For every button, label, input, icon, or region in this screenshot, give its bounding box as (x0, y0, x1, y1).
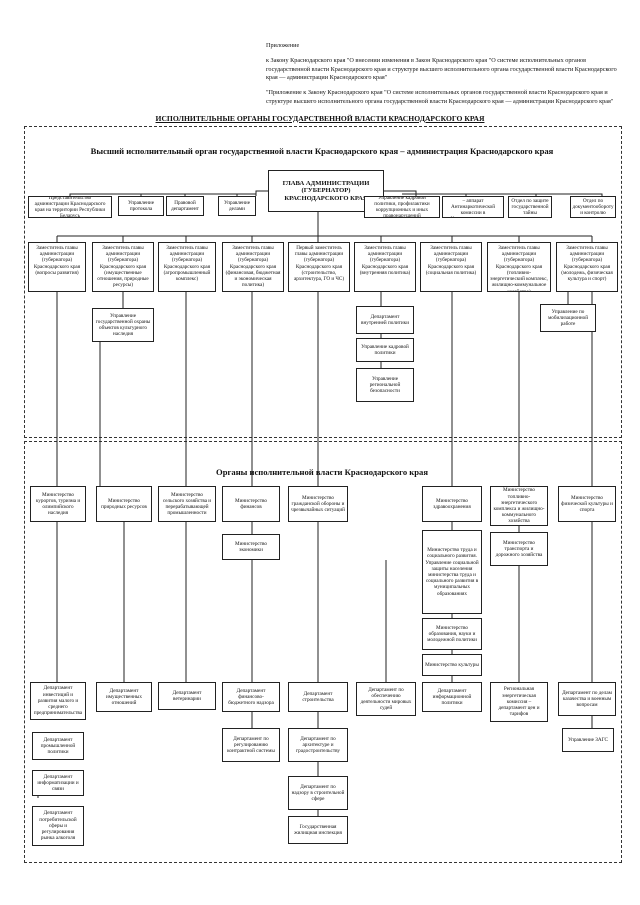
header-line-1: Приложение (266, 42, 300, 49)
sub-unit-internal-policy: Департамент внутренней политики (356, 306, 414, 334)
right-unit-1: Управление кадровой политики, профилакти… (364, 196, 440, 218)
deputy-5: Первый заместитель главы администрации (… (288, 242, 350, 292)
dept-industrial-policy: Департамент промышленной политики (32, 732, 84, 760)
connector-left-staff (69, 193, 256, 196)
deputy-8: Заместитель главы администрации (губерна… (487, 242, 551, 292)
connector-right-staff (402, 193, 603, 196)
regional-energy-commission: Региональная энергетическая комиссия – д… (490, 682, 548, 722)
ministry-agriculture: Министерство сельского хозяйства и перер… (158, 486, 216, 522)
deputy-9: Заместитель главы администрации (губерна… (556, 242, 618, 292)
dept-veterinary: Департамент ветеринарии (158, 682, 216, 710)
ministry-finance: Министерство финансов (222, 486, 280, 522)
dept-information-policy: Департамент информационной политики (422, 682, 482, 712)
ministry-natural-resources: Министерство природных ресурсов (96, 486, 152, 522)
right-unit-2: Организационный отдел – аппарат Антинарк… (442, 196, 504, 218)
connector-deputy-bus (56, 235, 593, 242)
sub-unit-personnel: Управление кадровой политики (356, 338, 414, 362)
dept-informatization: Департамент информатизации и связи (32, 770, 84, 796)
main-title: ИСПОЛНИТЕЛЬНЫЕ ОРГАНЫ ГОСУДАРСТВЕННОЙ ВЛ… (155, 114, 485, 123)
dept-magistrates: Департамент по обеспечению деятельности … (356, 682, 416, 716)
dept-consumer-sphere: Департамент потребительской сферы и регу… (32, 806, 84, 846)
ministry-civil-defense: Министерство гражданской обороны и чрезв… (288, 486, 348, 522)
deputy-7: Заместитель главы администрации (губерна… (420, 242, 482, 292)
ministry-fuel-energy: Министерство топливно-энергетического ко… (490, 486, 548, 526)
ministry-economy: Министерство экономики (222, 534, 280, 560)
deputy-2: Заместитель главы администрации (губерна… (92, 242, 154, 292)
section-executive-bodies-frame (24, 441, 622, 863)
section-executive-bodies-title: Органы исполнительной власти Краснодарск… (216, 467, 428, 477)
deputy-6: Заместитель главы администрации (губерна… (354, 242, 416, 292)
housing-inspection: Государственная жилищная инспекция (288, 816, 348, 844)
dept-cossacks: Департамент по делам казачества и военны… (558, 682, 616, 716)
section-administration-frame (24, 126, 622, 438)
dept-contract-system: Департамент по регулированию контрактной… (222, 728, 280, 762)
deputy-1: Заместитель главы администрации (губерна… (28, 242, 86, 292)
header-line-2: к Закону Краснодарского края "О внесении… (266, 57, 617, 82)
registry-office: Управление ЗАГС (562, 728, 614, 752)
dept-investment: Департамент инвестиций и развития малого… (30, 682, 86, 720)
ministry-transport: Министерство транспорта и дорожного хозя… (490, 532, 548, 566)
dept-financial-supervision: Департамент финансово-бюджетного надзора (222, 682, 280, 712)
sub-unit-regional-security: Управление региональной безопасности (356, 368, 414, 402)
dept-architecture: Департамент по архитектуре и градостроит… (288, 728, 348, 762)
ministry-labor: Министерство труда и социального развити… (422, 530, 482, 614)
ministry-resorts: Министерство курортов, туризма и олимпий… (30, 486, 86, 522)
sub-unit-mobilization: Управление по мобилизационной работе (540, 304, 596, 332)
ministry-sport: Министерство физической культуры и спорт… (558, 486, 616, 522)
deputy-4: Заместитель главы администрации (губерна… (222, 242, 284, 292)
header-line-3: "Приложение к Закону Краснодарского края… (266, 89, 614, 105)
ministry-health: Министерство здравоохранения (422, 486, 482, 522)
dept-property: Департамент имущественных отношений (96, 682, 152, 712)
left-unit-3: Правовой департамент (166, 196, 204, 216)
right-unit-3: Отдел по защите государственной тайны (508, 196, 552, 218)
left-unit-4: Управление делами (218, 196, 256, 216)
right-unit-4: Отдел по документообороту и контролю (570, 196, 616, 218)
ministry-education: Министерство образования, науки и молоде… (422, 618, 482, 650)
deputy-3: Заместитель главы администрации (губерна… (158, 242, 216, 292)
dept-construction: Департамент строительства (288, 682, 348, 712)
left-unit-2: Управление протокола (118, 196, 164, 216)
section-administration-title: Высший исполнительный орган государствен… (90, 146, 554, 156)
document-header: Приложение к Закону Краснодарского края … (266, 42, 618, 113)
ministry-culture: Министерство культуры (422, 654, 482, 676)
sub-unit-heritage: Управление государственной охраны объект… (92, 308, 154, 342)
dept-construction-supervision: Департамент по надзору в строительной сф… (288, 776, 348, 810)
left-unit-1: Представительство администрации Краснода… (28, 196, 112, 218)
